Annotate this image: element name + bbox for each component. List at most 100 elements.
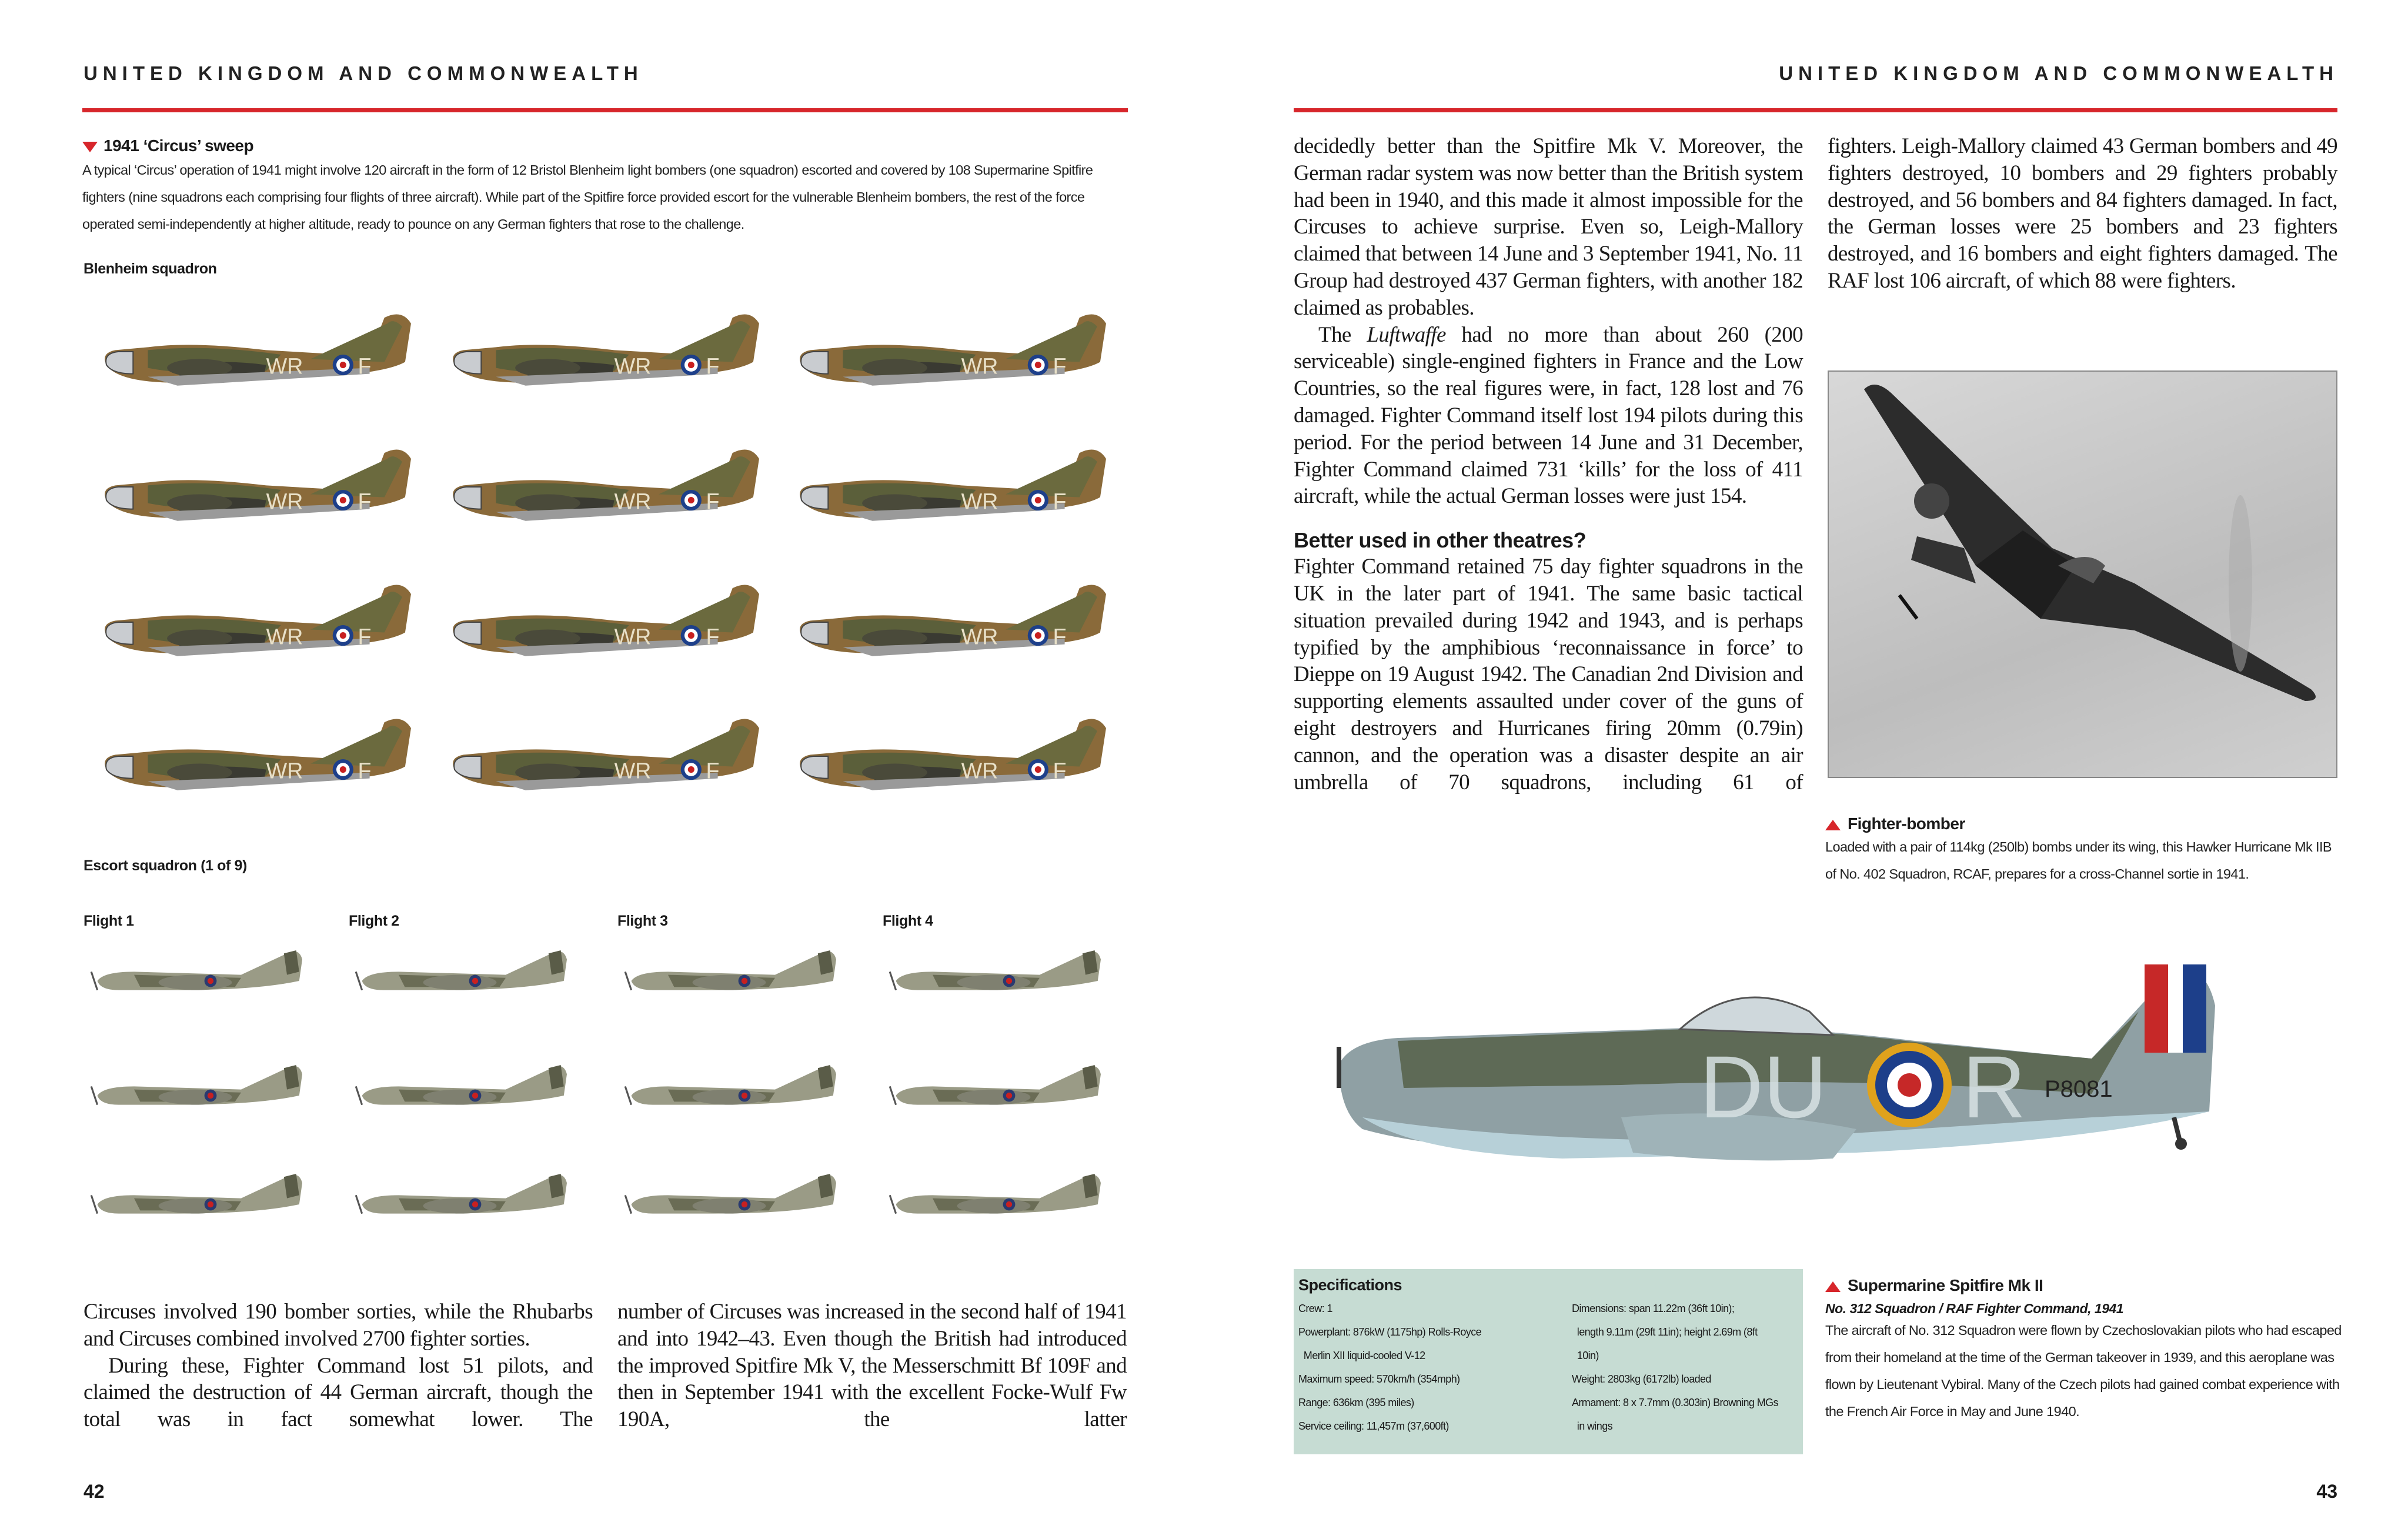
aircraft-letter: F bbox=[706, 354, 719, 379]
flight-2-label: Flight 2 bbox=[349, 913, 399, 929]
spec-line: length 9.11m (29ft 11in); height 2.69m (… bbox=[1572, 1326, 1758, 1338]
specifications-right-column: Dimensions: span 11.22m (36ft 10in); len… bbox=[1572, 1297, 1779, 1438]
sweep-title-text: 1941 ‘Circus’ sweep bbox=[103, 136, 254, 155]
aircraft-letter: F bbox=[1053, 489, 1066, 514]
spitfire-caption-text: The aircraft of No. 312 Squadron were fl… bbox=[1825, 1323, 2342, 1419]
spitfire-fighter-illustration bbox=[88, 1159, 318, 1235]
paragraph: fighters. Leigh-Mallory claimed 43 Germa… bbox=[1828, 134, 2338, 293]
italic-text: Luftwaffe bbox=[1367, 322, 1446, 347]
specifications-left-column: Crew: 1 Powerplant: 876kW (1175hp) Rolls-… bbox=[1298, 1297, 1572, 1438]
squadron-code: WR bbox=[961, 354, 998, 379]
paragraph: The Luftwaffe had no more than about 260… bbox=[1294, 322, 1804, 510]
spitfire-fighter-illustration bbox=[887, 935, 1116, 1011]
squadron-code: WR bbox=[961, 759, 998, 783]
triangle-up-icon bbox=[1825, 819, 1841, 830]
body-column-left-2: number of Circuses was increased in the … bbox=[617, 1298, 1127, 1433]
spitfire-profile-illustration: DU R P8081 bbox=[1327, 941, 2333, 1253]
spec-line: 10in) bbox=[1572, 1350, 1599, 1361]
flight-3-label: Flight 3 bbox=[617, 913, 668, 929]
aircraft-letter: F bbox=[706, 489, 719, 514]
flight-4-label: Flight 4 bbox=[883, 913, 933, 929]
sweep-description: A typical ‘Circus’ operation of 1941 mig… bbox=[82, 162, 1093, 232]
spec-line: Merlin XII liquid-cooled V-12 bbox=[1298, 1350, 1425, 1361]
blenheim-bomber-illustration: WR F bbox=[783, 306, 1124, 409]
spitfire-fighter-illustration bbox=[887, 1050, 1116, 1126]
spec-line: Crew: 1 bbox=[1298, 1303, 1332, 1314]
spitfire-fighter-illustration bbox=[88, 1050, 318, 1126]
spitfire-caption-subtitle: No. 312 Squadron / RAF Fighter Command, … bbox=[1825, 1301, 2124, 1316]
body-column-left-1: Circuses involved 190 bomber sorties, wh… bbox=[84, 1298, 593, 1433]
spitfire-caption-title-text: Supermarine Spitfire Mk II bbox=[1848, 1276, 2043, 1294]
body-column-right-b: fighters. Leigh-Mallory claimed 43 Germa… bbox=[1828, 133, 2338, 295]
spec-line: Armament: 8 x 7.7mm (0.303in) Browning M… bbox=[1572, 1397, 1779, 1408]
spitfire-fighter-illustration bbox=[887, 1159, 1116, 1235]
paragraph: number of Circuses was increased in the … bbox=[617, 1300, 1127, 1432]
photo-caption-title: Fighter-bomber bbox=[1825, 814, 2343, 833]
spec-line: Weight: 2803kg (6172lb) loaded bbox=[1572, 1373, 1711, 1385]
spitfire-fighter-illustration bbox=[353, 1159, 582, 1235]
squadron-code: DU bbox=[1699, 1037, 1827, 1136]
flight-1-label: Flight 1 bbox=[84, 913, 134, 929]
spitfire-fighter-illustration bbox=[622, 1050, 851, 1126]
squadron-code: WR bbox=[614, 354, 652, 379]
sweep-caption: 1941 ‘Circus’ sweep A typical ‘Circus’ o… bbox=[82, 136, 1135, 238]
aircraft-letter: F bbox=[706, 759, 719, 783]
section-heading: Better used in other theatres? bbox=[1294, 528, 1587, 553]
aircraft-letter: F bbox=[706, 625, 719, 649]
squadron-code: WR bbox=[614, 759, 652, 783]
squadron-code: WR bbox=[266, 625, 303, 649]
photo-caption-title-text: Fighter-bomber bbox=[1848, 814, 1965, 833]
squadron-code: WR bbox=[961, 489, 998, 514]
spitfire-fighter-illustration bbox=[88, 935, 318, 1011]
squadron-code: WR bbox=[266, 759, 303, 783]
paragraph: decidedly better than the Spitfire Mk V.… bbox=[1294, 134, 1804, 320]
aircraft-letter: F bbox=[358, 489, 371, 514]
blenheim-bomber-illustration: WR F bbox=[436, 710, 777, 814]
photo-caption: Fighter-bomber Loaded with a pair of 114… bbox=[1825, 814, 2343, 887]
blenheim-bomber-illustration: WR F bbox=[88, 576, 429, 680]
spec-line: Range: 636km (395 miles) bbox=[1298, 1397, 1414, 1408]
sweep-title: 1941 ‘Circus’ sweep bbox=[82, 136, 1135, 155]
aircraft-letter: F bbox=[358, 625, 371, 649]
squadron-code: WR bbox=[266, 354, 303, 379]
triangle-up-icon bbox=[1825, 1281, 1841, 1292]
aircraft-letter: F bbox=[358, 354, 371, 379]
spitfire-fighter-illustration bbox=[353, 935, 582, 1011]
blenheim-bomber-illustration: WR F bbox=[783, 576, 1124, 680]
spec-line: in wings bbox=[1572, 1420, 1613, 1432]
blenheim-bomber-illustration: WR F bbox=[436, 306, 777, 409]
spitfire-fighter-illustration bbox=[353, 1050, 582, 1126]
body-column-right-a: decidedly better than the Spitfire Mk V.… bbox=[1294, 133, 1804, 796]
escort-squadron-label: Escort squadron (1 of 9) bbox=[84, 857, 247, 874]
spec-line: Powerplant: 876kW (1175hp) Rolls-Royce bbox=[1298, 1326, 1482, 1338]
page-number-right: 43 bbox=[2316, 1481, 2337, 1502]
aircraft-letter: F bbox=[1053, 625, 1066, 649]
header-rule-left bbox=[82, 108, 1128, 112]
spec-line: Service ceiling: 11,457m (37,600ft) bbox=[1298, 1420, 1449, 1432]
squadron-code: WR bbox=[961, 625, 998, 649]
spec-line: Dimensions: span 11.22m (36ft 10in); bbox=[1572, 1303, 1735, 1314]
aircraft-letter: R bbox=[1962, 1037, 2026, 1136]
text: had no more than about 260 (200 servicea… bbox=[1294, 322, 1804, 509]
text: The bbox=[1318, 322, 1367, 347]
specifications-box: Specifications Crew: 1 Powerplant: 876kW … bbox=[1294, 1269, 1803, 1454]
squadron-code: WR bbox=[266, 489, 303, 514]
photo-caption-text: Loaded with a pair of 114kg (250lb) bomb… bbox=[1825, 839, 2332, 882]
spitfire-fighter-illustration bbox=[622, 1159, 851, 1235]
paragraph: During these, Fighter Command lost 51 pi… bbox=[84, 1353, 593, 1432]
aircraft-letter: F bbox=[1053, 354, 1066, 379]
specifications-title: Specifications bbox=[1298, 1276, 1402, 1294]
page-number-left: 42 bbox=[84, 1481, 105, 1502]
spitfire-fighter-illustration bbox=[622, 935, 851, 1011]
hurricane-photo bbox=[1828, 370, 2337, 778]
serial-number: P8081 bbox=[2045, 1076, 2113, 1102]
blenheim-bomber-illustration: WR F bbox=[783, 710, 1124, 814]
running-head-right: UNITED KINGDOM AND COMMONWEALTH bbox=[1779, 62, 2339, 84]
spitfire-caption: Supermarine Spitfire Mk II No. 312 Squad… bbox=[1825, 1276, 2343, 1425]
paragraph: Circuses involved 190 bomber sorties, wh… bbox=[84, 1300, 593, 1351]
aircraft-letter: F bbox=[1053, 759, 1066, 783]
hurricane-aircraft-image bbox=[1864, 385, 2316, 701]
